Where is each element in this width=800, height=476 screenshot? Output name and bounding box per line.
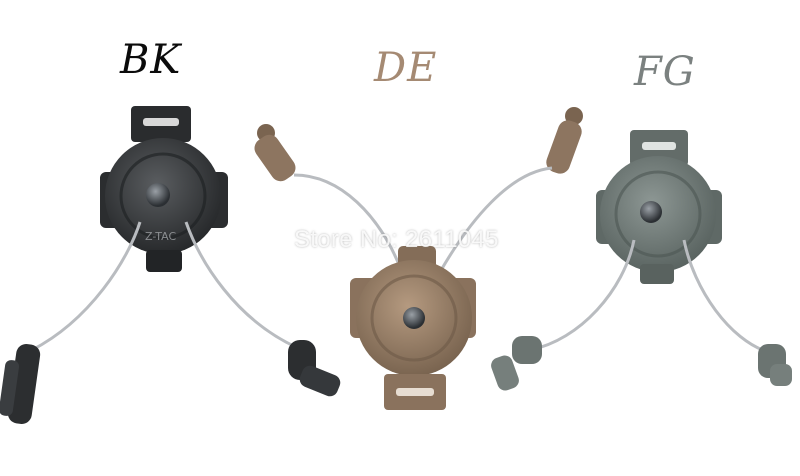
bk-brand-marking: Z-TAC [145, 230, 176, 243]
variant-label-de: DE [374, 45, 438, 91]
de-arm-right [546, 107, 583, 174]
variant-label-bk: BK [120, 37, 182, 83]
fg-screw [640, 201, 662, 223]
de-wire-right [438, 166, 553, 273]
bk-wire-right [184, 221, 299, 350]
bk-body-ring [119, 152, 207, 240]
de-screw [403, 307, 425, 329]
fg-wire-left [529, 239, 636, 352]
fg-mount [491, 130, 792, 391]
bk-mount: Z-TAC [0, 106, 341, 424]
fg-lower-tab [640, 264, 674, 284]
fg-body-ring [614, 170, 702, 258]
bk-wire-left [31, 221, 142, 352]
bk-lower-tab [146, 250, 182, 272]
store-watermark: Store No: 2611045 [294, 226, 499, 253]
de-clip-slot [396, 388, 434, 396]
fg-arm-right [758, 344, 792, 386]
fg-wire-right [682, 239, 769, 354]
bk-clip-slot [143, 118, 179, 126]
variant-label-fg: FG [634, 49, 696, 95]
fg-clip-slot [642, 142, 676, 150]
fg-arm-left [491, 336, 542, 391]
bk-arm-left [0, 344, 41, 424]
de-body-ring [370, 274, 458, 362]
bk-screw [146, 183, 170, 207]
de-wire-left [293, 173, 404, 273]
bk-arm-right [288, 340, 341, 397]
de-mount [254, 107, 583, 410]
de-arm-left [254, 124, 296, 182]
